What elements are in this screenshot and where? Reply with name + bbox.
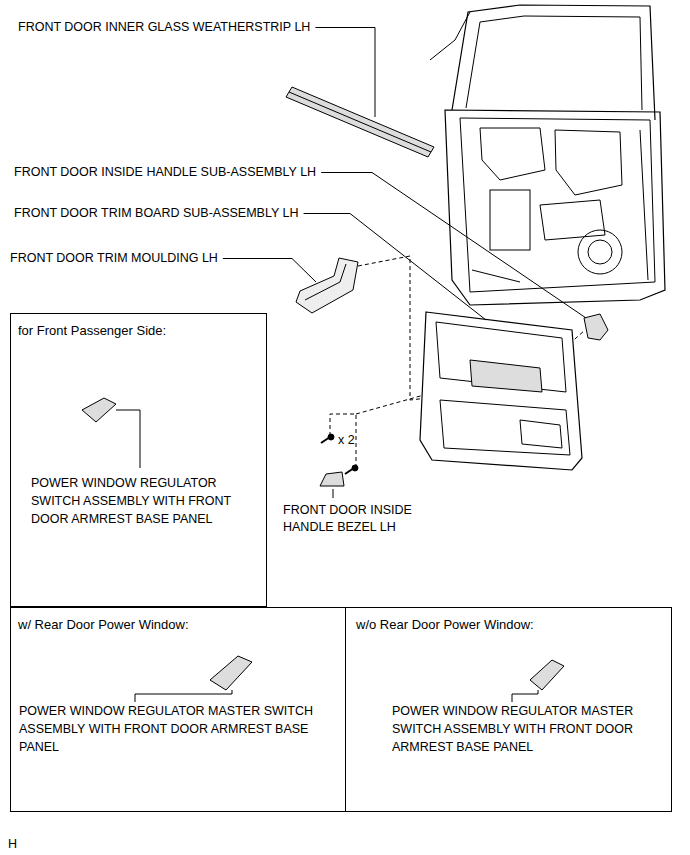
condition-heading: w/ Rear Door Power Window:	[18, 616, 189, 633]
bezel-part	[320, 472, 344, 498]
part-label: FRONT DOOR INSIDE HANDLE SUB-ASSEMBLY LH	[14, 164, 316, 181]
figure-code: H	[8, 836, 17, 853]
leader-line	[223, 259, 316, 283]
trim-board-part	[420, 312, 582, 470]
leader-line	[304, 214, 486, 321]
condition-box: w/o Rear Door Power Window: POWER WINDOW …	[345, 607, 672, 812]
part-label: FRONT DOOR TRIM BOARD SUB-ASSEMBLY LH	[14, 205, 299, 222]
quantity-label: x 2	[338, 432, 355, 449]
moulding-part	[296, 258, 358, 313]
condition-box: for Front Passenger Side: POWER WINDOW RE…	[10, 313, 267, 607]
leader-line	[321, 173, 586, 319]
part-label: FRONT DOOR INSIDE HANDLE BEZEL LH	[283, 502, 428, 536]
door-illustration	[430, 5, 665, 305]
leader-line	[315, 28, 375, 118]
part-label: POWER WINDOW REGULATOR MASTER SWITCH ASS…	[19, 702, 319, 756]
part-label: FRONT DOOR TRIM MOULDING LH	[10, 250, 218, 267]
switch-part	[82, 398, 564, 702]
part-label: POWER WINDOW REGULATOR SWITCH ASSEMBLY W…	[31, 474, 263, 528]
weatherstrip-part	[286, 87, 434, 157]
condition-heading: w/o Rear Door Power Window:	[356, 616, 534, 633]
condition-box: w/ Rear Door Power Window: POWER WINDOW R…	[10, 607, 346, 812]
handle-part	[584, 314, 608, 340]
condition-heading: for Front Passenger Side:	[18, 322, 166, 339]
part-label: POWER WINDOW REGULATOR MASTER SWITCH ASS…	[392, 702, 664, 756]
part-label: FRONT DOOR INNER GLASS WEATHERSTRIP LH	[18, 19, 310, 36]
